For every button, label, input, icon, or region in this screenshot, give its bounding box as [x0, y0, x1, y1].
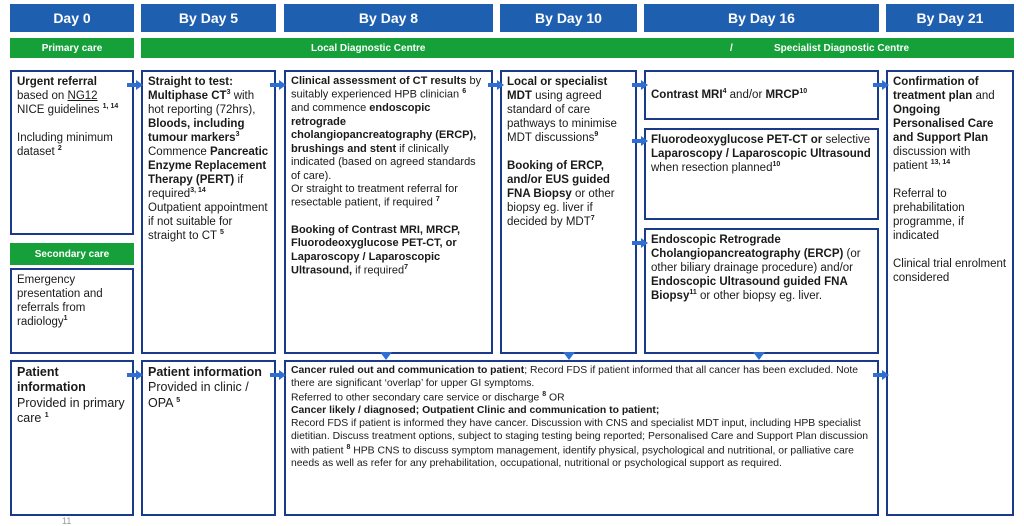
contrast-mri-box: Contrast MRI4 and/or MRCP10: [644, 70, 879, 120]
down-arrow-icon: [563, 352, 575, 360]
arrow-icon: [632, 136, 648, 146]
arrow-icon: [270, 80, 286, 90]
secondary-care-box: Emergency presentation and referrals fro…: [10, 268, 134, 354]
clinical-assessment-box: Clinical assessment of CT results by sui…: [284, 70, 493, 354]
pet-ct-box: Fluorodeoxyglucose PET-CT or selective L…: [644, 128, 879, 220]
header-day-16: By Day 16: [644, 4, 879, 32]
secondary-care-banner: Secondary care: [10, 243, 134, 265]
straight-to-test-box: Straight to test:Multiphase CT3 with hot…: [141, 70, 276, 354]
arrow-icon: [632, 80, 648, 90]
cancer-communication-box: Cancer ruled out and communication to pa…: [284, 360, 879, 516]
mdt-box: Local or specialist MDT using agreed sta…: [500, 70, 637, 354]
header-day-21: By Day 21: [886, 4, 1014, 32]
arrow-icon: [873, 370, 889, 380]
header-day-8: By Day 8: [284, 4, 493, 32]
urgent-referral-box: Urgent referral based on NG12 NICE guide…: [10, 70, 134, 235]
specialist-diagnostic-centre-label: Specialist Diagnostic Centre: [774, 42, 910, 54]
banner-separator: /: [730, 42, 733, 54]
treatment-plan-box: Confirmation of treatment plan and Ongoi…: [886, 70, 1014, 516]
header-day-5: By Day 5: [141, 4, 276, 32]
local-diagnostic-centre-label: Local Diagnostic Centre: [311, 42, 426, 54]
down-arrow-icon: [753, 352, 765, 360]
header-day-0: Day 0: [10, 4, 134, 32]
arrow-icon: [127, 80, 143, 90]
arrow-icon: [270, 370, 286, 380]
arrow-icon: [488, 80, 504, 90]
down-arrow-icon: [380, 352, 392, 360]
footnote: 11: [62, 516, 72, 526]
primary-care-banner: Primary care: [10, 38, 134, 58]
diagnostic-centre-banner: Local Diagnostic Centre / Specialist Dia…: [141, 38, 1014, 58]
ercp-eus-box: Endoscopic Retrograde Cholangiopancreato…: [644, 228, 879, 354]
arrow-icon: [127, 370, 143, 380]
arrow-icon: [873, 80, 889, 90]
header-day-10: By Day 10: [500, 4, 637, 32]
arrow-icon: [632, 238, 648, 248]
